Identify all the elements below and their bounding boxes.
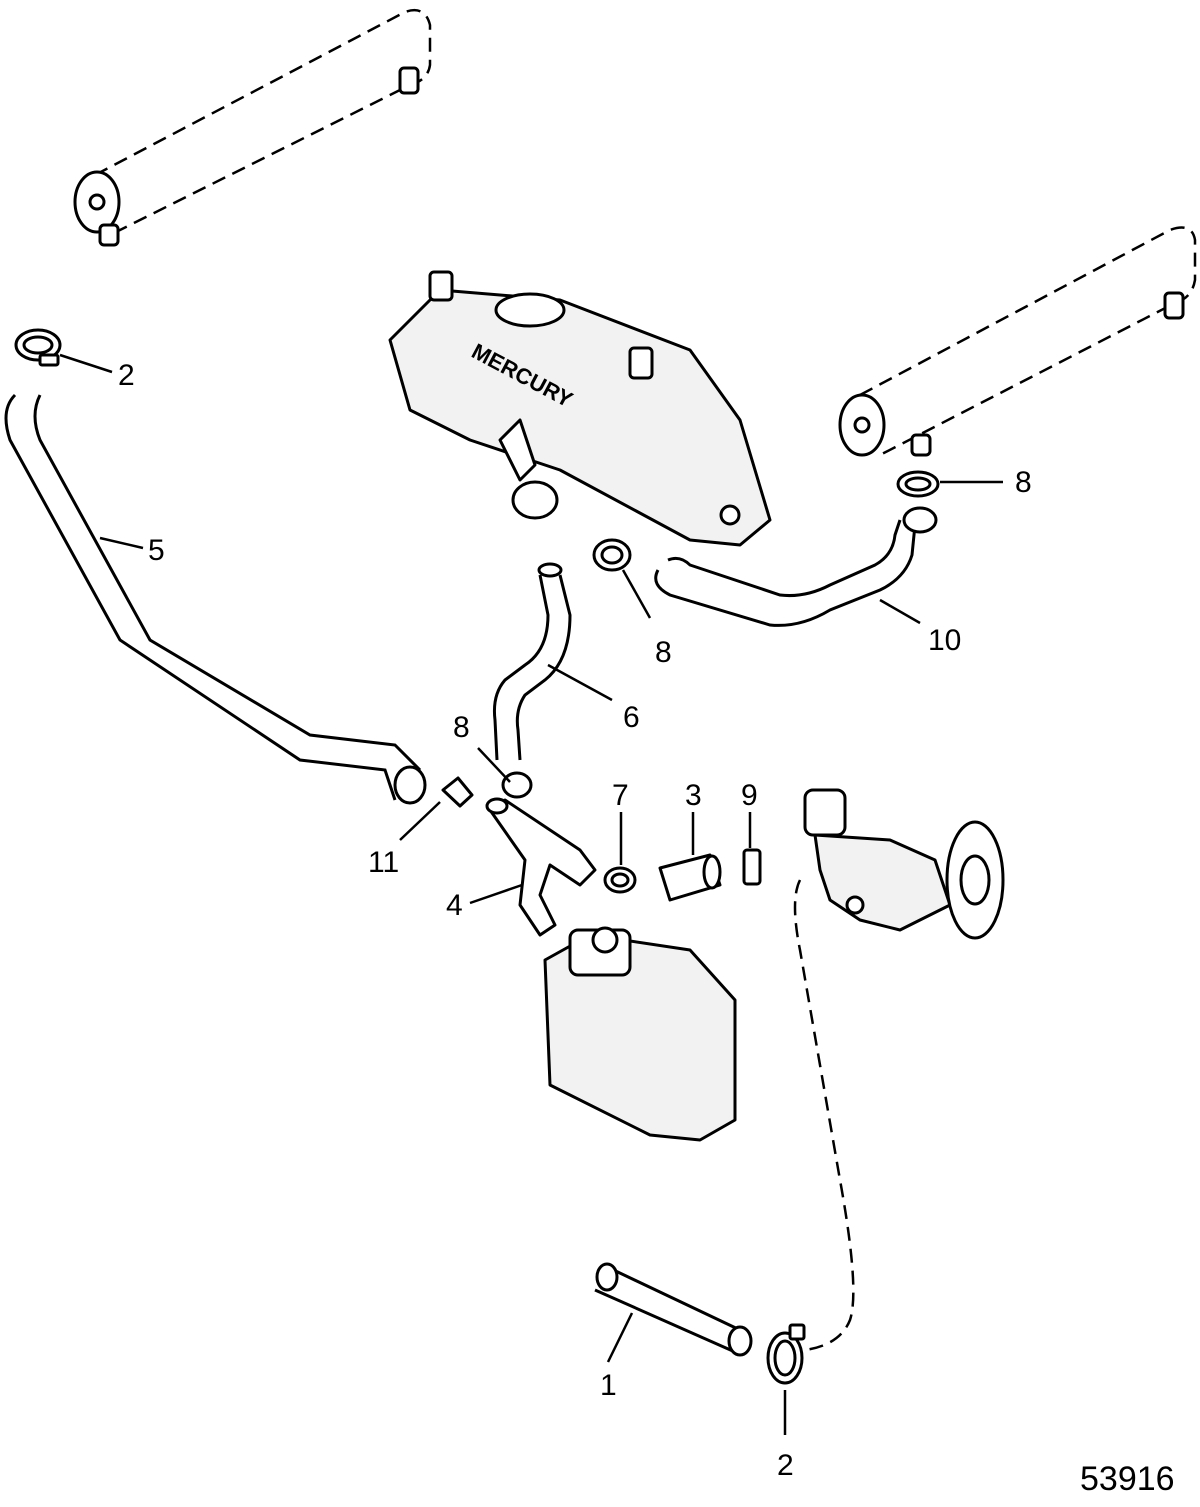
callout-labels: 2 5 8 8 10 6 8 7 3 9 11 4 1 2 xyxy=(118,359,1032,1482)
callout-7: 7 xyxy=(612,779,629,812)
hose-clamp-upper xyxy=(14,328,62,367)
callout-8-right: 8 xyxy=(1015,466,1032,499)
callout-6: 6 xyxy=(623,701,640,734)
callout-9: 9 xyxy=(741,779,758,812)
fitting-9 xyxy=(742,848,762,886)
callout-2-lower: 2 xyxy=(777,1449,794,1482)
hidden-hose-run xyxy=(793,879,855,1352)
elbow-fitting-4 xyxy=(485,797,597,937)
water-pump xyxy=(803,788,1005,940)
figure-number: 53916 xyxy=(1080,1460,1175,1498)
sleeve-3 xyxy=(658,853,722,902)
leader-lines xyxy=(59,353,1003,1435)
hose-6 xyxy=(493,562,572,761)
callout-3: 3 xyxy=(685,779,702,812)
hose-1 xyxy=(594,1262,753,1357)
callout-4: 4 xyxy=(446,889,463,922)
exhaust-tube-right xyxy=(838,226,1197,457)
exhaust-tube-left xyxy=(73,8,432,247)
fuel-cooler-block xyxy=(543,926,737,1142)
callout-8-middle: 8 xyxy=(655,636,672,669)
callout-11: 11 xyxy=(368,846,399,879)
hose-clamp-small xyxy=(501,771,533,799)
hose-5 xyxy=(4,393,427,805)
callout-5: 5 xyxy=(148,534,165,567)
hose-clamp-right xyxy=(896,470,940,498)
exhaust-manifold: MERCURY xyxy=(388,270,772,547)
hose-clamp-7 xyxy=(603,866,637,894)
hose-clamp-lower xyxy=(766,1323,806,1385)
callout-2-upper: 2 xyxy=(118,359,135,392)
callout-1: 1 xyxy=(600,1369,617,1402)
callout-10: 10 xyxy=(928,624,961,657)
hose-10 xyxy=(654,506,938,627)
fitting-11 xyxy=(441,776,474,808)
callout-8-small: 8 xyxy=(453,711,470,744)
hose-clamp-middle xyxy=(592,538,632,572)
